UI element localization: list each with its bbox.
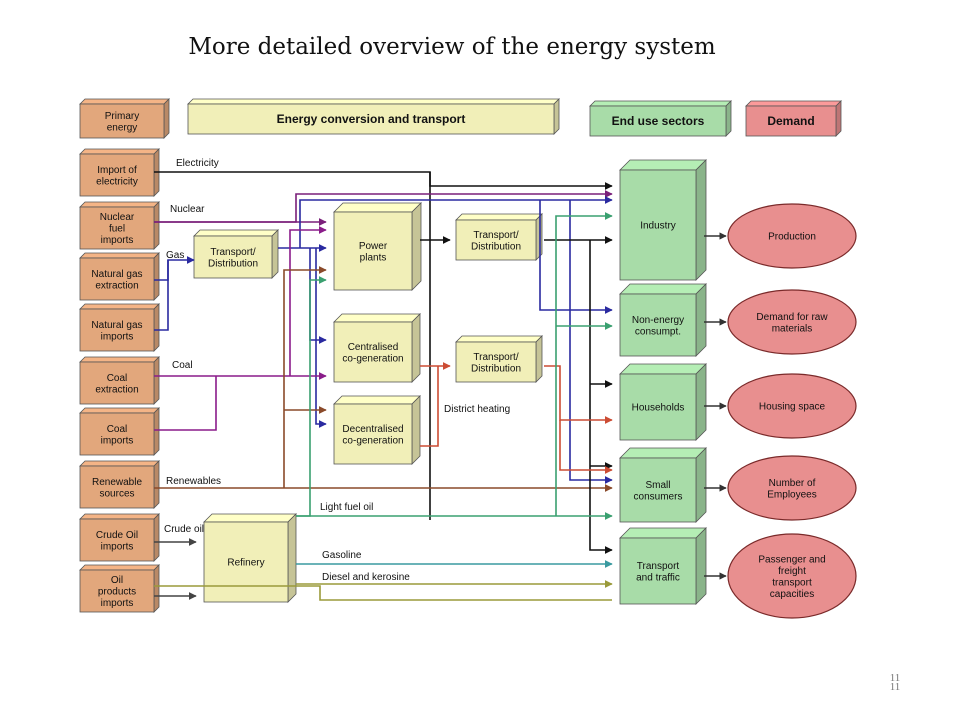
transport-gas-box xyxy=(193,229,279,279)
primary-box-renewable-sources xyxy=(79,460,160,509)
transport-electricity-box xyxy=(455,213,543,261)
header-end-use-sectors xyxy=(589,100,732,137)
flow-heat-to-households xyxy=(544,365,613,424)
flow-label-renewables: Renewables xyxy=(166,476,221,487)
transport-gas-label: Transport/Distribution xyxy=(208,247,258,270)
sector-box-households xyxy=(619,363,707,441)
flow-label-diesel: Diesel and kerosine xyxy=(322,572,410,583)
flow-oil-to-power xyxy=(296,276,327,517)
sector-box-industry xyxy=(619,159,707,281)
transport-heat-label: Transport/Distribution xyxy=(471,352,521,375)
flow-gas-to-nonenergy xyxy=(539,200,613,314)
sector-label-industry: Industry xyxy=(640,221,676,232)
primary-box-natural-gas-extraction xyxy=(79,252,160,301)
sector-box-small-consumers xyxy=(619,447,707,523)
primary-box-nuclear-fuel-imports xyxy=(79,201,160,250)
sector-label-households: Households xyxy=(632,403,685,414)
sector-box-transport-traffic xyxy=(619,527,707,605)
header-energy-conversion-label: Energy conversion and transport xyxy=(277,112,466,126)
flow-label-light-fuel-oil: Light fuel oil xyxy=(320,502,373,513)
flow-label-electricity: Electricity xyxy=(176,158,219,169)
demand-label-production: Production xyxy=(768,232,816,243)
flow-label-gasoline: Gasoline xyxy=(322,550,362,561)
flow-gas-extraction xyxy=(154,256,195,281)
header-energy-conversion xyxy=(187,98,560,135)
flow-gas-to-small xyxy=(569,200,613,484)
slide-title: More detailed overview of the energy sys… xyxy=(188,34,716,60)
centralised-cogeneration-box xyxy=(333,313,421,383)
flow-coal-to-power-plants xyxy=(289,226,327,376)
primary-box-coal-imports xyxy=(79,407,160,456)
flow-coal-imports xyxy=(154,376,217,431)
header-primary-energy xyxy=(79,98,170,139)
flow-decentral-heat xyxy=(420,366,439,447)
decentralised-cogeneration-box xyxy=(333,395,421,465)
flow-electricity-import xyxy=(154,171,613,190)
refinery-label: Refinery xyxy=(227,558,264,569)
header-demand xyxy=(745,100,842,137)
flow-label-district-heating: District heating xyxy=(444,404,510,415)
flow-label-crude-oil: Crude oil xyxy=(164,524,204,535)
demand-ellipse-number-of-employees xyxy=(727,455,857,521)
power-plants-box xyxy=(333,202,422,291)
transport-heat-box xyxy=(455,335,543,383)
primary-box-coal-extraction xyxy=(79,356,160,405)
header-end-use-label: End use sectors xyxy=(612,114,705,128)
demand-ellipse-passenger-freight-capacities xyxy=(727,533,857,619)
sector-box-non-energy-consumption xyxy=(619,283,707,357)
flow-label-nuclear: Nuclear xyxy=(170,204,205,215)
primary-box-natural-gas-imports xyxy=(79,303,160,352)
flow-heat-to-small xyxy=(559,420,613,474)
demand-ellipse-demand-raw-materials xyxy=(727,289,857,355)
header-demand-label: Demand xyxy=(767,114,814,128)
primary-box-oil-products-imports xyxy=(79,564,160,613)
flow-gas-to-industry xyxy=(299,196,613,248)
flow-oil-products-to-transport xyxy=(154,585,612,601)
demand-ellipse-housing-space xyxy=(727,373,857,439)
demand-ellipse-production xyxy=(727,203,857,269)
flow-gas-to-centralised xyxy=(309,248,327,344)
flow-elec-to-transport-sector xyxy=(589,240,613,554)
flow-renewables-to-power xyxy=(283,266,327,488)
transport-electricity-label: Transport/Distribution xyxy=(471,230,521,253)
flow-gas-imports xyxy=(154,260,169,331)
primary-box-crude-oil-imports xyxy=(79,513,160,562)
demand-label-housing-space: Housing space xyxy=(759,402,826,413)
flow-oil-to-industry xyxy=(555,212,613,516)
page-number: 11 11 xyxy=(889,672,901,693)
flow-label-gas: Gas xyxy=(166,250,184,261)
flow-gas-to-decentralised xyxy=(315,248,327,428)
refinery-box xyxy=(203,513,297,603)
flow-label-coal: Coal xyxy=(172,360,193,371)
primary-box-import-electricity xyxy=(79,148,160,197)
